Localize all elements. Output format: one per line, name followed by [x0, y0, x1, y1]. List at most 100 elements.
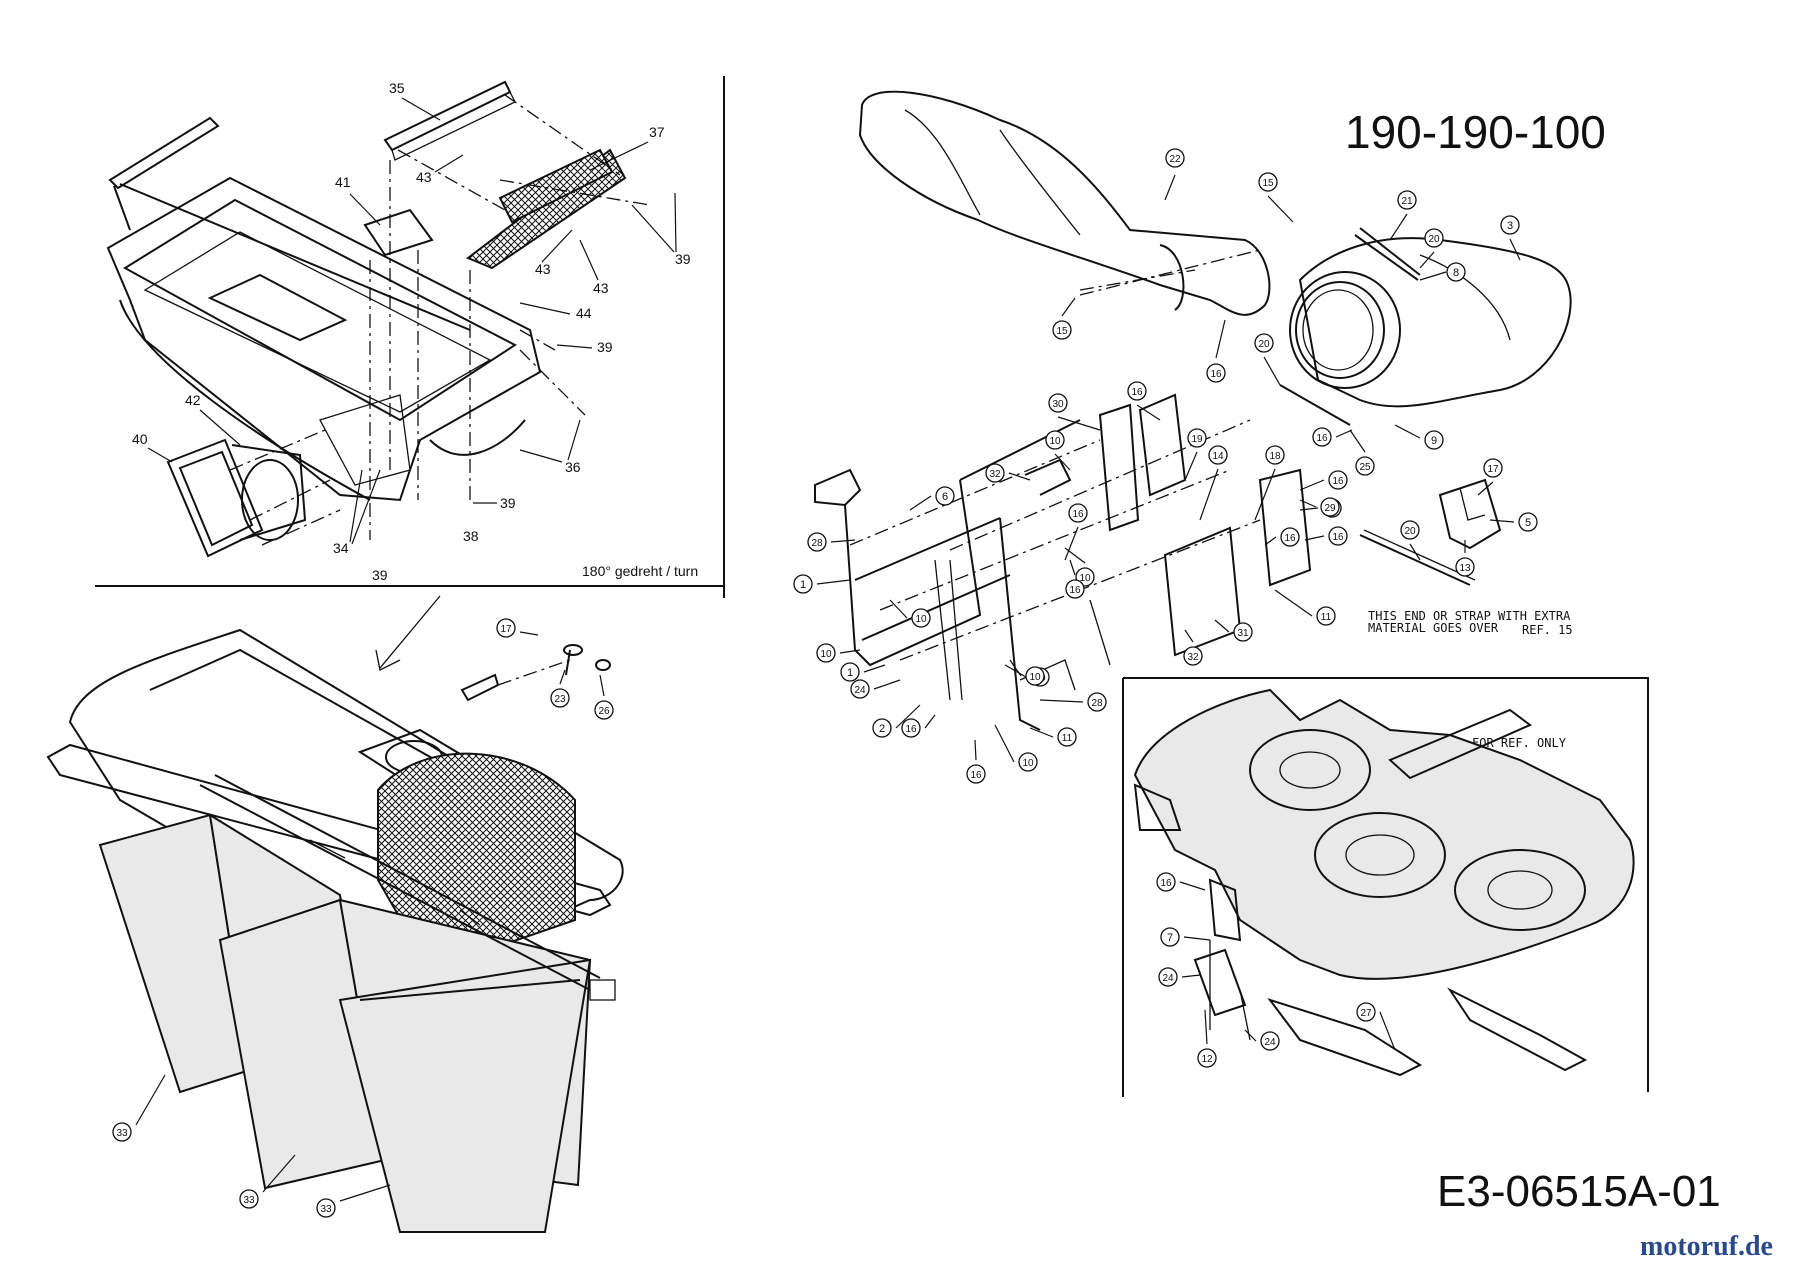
callout-number: 33 [116, 1128, 128, 1139]
callout-leader [1267, 195, 1294, 223]
callout-number: 32 [989, 469, 1001, 480]
latch-parts [460, 644, 611, 702]
callout-number: 19 [1191, 434, 1203, 445]
callout-number: 30 [1052, 399, 1064, 410]
callout-8: 8 [1419, 262, 1466, 282]
callout-leader [1057, 416, 1101, 431]
drawing-code: E3-06515A-01 [1437, 1167, 1721, 1216]
callout-circle [1254, 333, 1274, 353]
callout-leader [994, 724, 1015, 763]
callout-leader [1214, 619, 1230, 633]
callout-circle [807, 532, 827, 552]
callout-20c: 20 [1400, 520, 1421, 561]
callout-number: 20 [1404, 526, 1416, 537]
callout-number: 6 [942, 491, 948, 503]
callout-16h: 16 [901, 714, 936, 738]
callout-number: 10 [1079, 573, 1091, 584]
callout-16i: 16 [966, 739, 986, 784]
callout-19: 19 [1184, 428, 1207, 481]
callout-circle [1160, 927, 1180, 947]
callout-leader [816, 579, 851, 585]
callout-circle [1424, 228, 1444, 248]
strap-note-ref: REF. 15 [1522, 623, 1573, 637]
callout-leader [1183, 936, 1211, 941]
callout-23: 23 [550, 669, 570, 708]
callout-circle [1424, 430, 1444, 450]
callout-29b: 29 [1299, 497, 1340, 517]
callout-1a: 1 [793, 574, 851, 594]
label-39-d: 39 [372, 567, 388, 583]
chute-22 [858, 90, 1271, 316]
callout-circle [1183, 646, 1203, 666]
callout-circle [1400, 520, 1420, 540]
callout-10d: 10 [816, 643, 861, 663]
label-34: 34 [333, 540, 349, 556]
callout-number: 16 [1131, 387, 1143, 398]
callout-number: 5 [1525, 517, 1531, 529]
callout-10g: 10 [994, 724, 1038, 772]
deck-inset: FOR REF. ONLY [1122, 677, 1649, 1097]
callout-11b: 11 [1029, 727, 1077, 747]
callout-24a: 24 [850, 679, 901, 699]
callout-3: 3 [1500, 215, 1521, 261]
callout-number: 16 [970, 770, 982, 781]
callout-24b: 24 [1158, 967, 1201, 987]
callout-leader [262, 1154, 296, 1193]
callout-leader [599, 674, 605, 697]
callout-number: 12 [1201, 1054, 1213, 1065]
callout-number: 16 [905, 724, 917, 735]
inset-frame: 180° gedreht / turn [95, 76, 725, 598]
callout-leader [559, 669, 566, 685]
callout-leader [924, 714, 936, 729]
callout-10c: 10 [889, 599, 931, 628]
callout-circle [1355, 456, 1375, 476]
callout-number: 17 [1487, 464, 1499, 475]
callout-number: 15 [1262, 178, 1274, 189]
callout-circle [1500, 215, 1520, 235]
callout-13: 13 [1455, 540, 1475, 577]
callout-circle [1446, 262, 1466, 282]
callout-number: 1 [800, 579, 806, 591]
drawing-title: 190-190-100 [1345, 106, 1606, 158]
callout-circle [239, 1189, 259, 1209]
label-39-a: 39 [675, 251, 691, 267]
callout-22: 22 [1164, 148, 1185, 201]
callout-number: 28 [811, 538, 823, 549]
callout-circle [1158, 967, 1178, 987]
callout-circle [1320, 497, 1340, 517]
callout-16f: 16 [1264, 527, 1300, 547]
callout-16d: 16 [1299, 470, 1348, 491]
callout-circle [1206, 363, 1226, 383]
callout-32a: 32 [985, 463, 1031, 483]
callout-number: 11 [1321, 612, 1332, 623]
callout-leader [1069, 559, 1076, 576]
label-35: 35 [389, 80, 405, 96]
callout-16j: 16 [1304, 526, 1348, 546]
callout-number: 8 [1453, 267, 1459, 279]
callout-leader [1039, 699, 1084, 703]
callout-circle [1260, 1031, 1280, 1051]
callout-number: 10 [915, 614, 927, 625]
callout-circle [985, 463, 1005, 483]
callout-number: 3 [1507, 220, 1513, 232]
rods-and-straps [1079, 227, 1476, 586]
callout-leader [1349, 429, 1366, 453]
callout-circle [793, 574, 813, 594]
callout-circle [496, 618, 516, 638]
inset-dashed-lines [229, 94, 651, 546]
callout-circle [1483, 458, 1503, 478]
callout-leader [1304, 535, 1325, 541]
callout-17b: 17 [496, 618, 539, 638]
callout-leader [1299, 499, 1317, 508]
callout-circle [1127, 381, 1147, 401]
watermark-text: motoruf.de [1640, 1231, 1773, 1262]
callout-number: 11 [1062, 733, 1073, 744]
callout-circle [1165, 148, 1185, 168]
callout-number: 18 [1269, 451, 1281, 462]
callout-number: 24 [1264, 1037, 1276, 1048]
callout-20b: 20 [1254, 333, 1281, 386]
callout-1b: 1 [840, 662, 886, 682]
callout-33b: 33 [239, 1154, 296, 1209]
callout-20a: 20 [1419, 228, 1444, 269]
callout-14: 14 [1199, 445, 1228, 521]
